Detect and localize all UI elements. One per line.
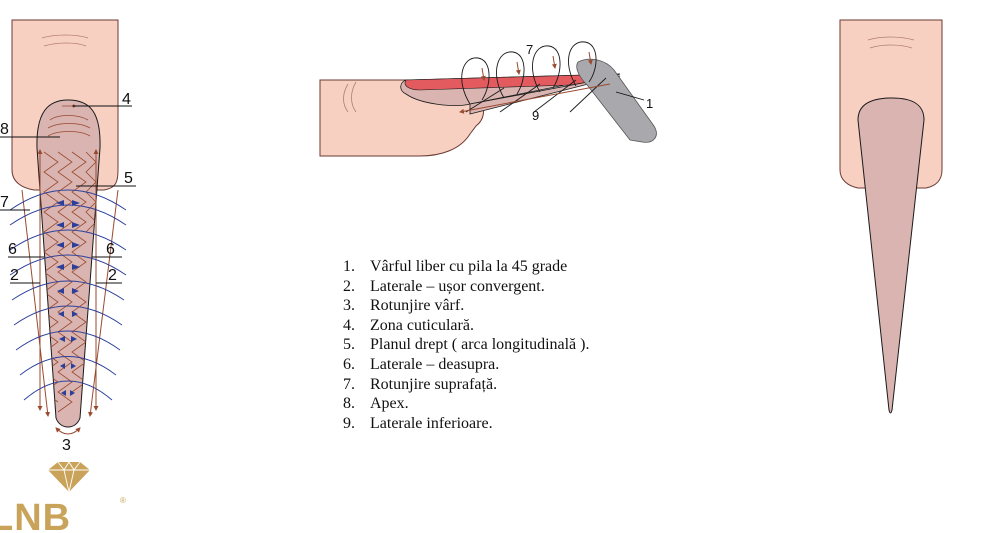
list-item: 5.Planul drept ( arca longitudinală ). xyxy=(343,336,590,354)
loop-arrows xyxy=(480,51,593,81)
steps-list: 1.Vârful liber cu pila la 45 grade 2.Lat… xyxy=(343,257,589,433)
label-2-left: 2 xyxy=(10,267,19,284)
leader-1 xyxy=(615,91,645,101)
label-6-right: 6 xyxy=(106,241,115,258)
diamond-icon xyxy=(48,461,90,493)
logo-text: LNB xyxy=(0,497,71,533)
list-item: 1.Vârful liber cu pila la 45 grade xyxy=(343,258,568,275)
label-3: 3 xyxy=(62,437,71,454)
list-item: 6.Laterale – deasupra. xyxy=(343,355,500,373)
rotation-arcs xyxy=(9,189,127,401)
label-9-side: 9 xyxy=(532,108,539,123)
list-item: 7.Rotunjire suprafață. xyxy=(343,375,498,393)
stiletto-nail xyxy=(857,97,925,414)
knuckle-lines xyxy=(343,81,357,113)
finger-crease xyxy=(41,34,89,47)
label-1-side: 1 xyxy=(646,96,653,111)
list-item: 3.Rotunjire vârf. xyxy=(343,297,465,315)
file-tool xyxy=(576,58,657,143)
label-2-right: 2 xyxy=(108,267,117,284)
registered-mark: ® xyxy=(120,496,126,505)
list-item: 8.Apex. xyxy=(343,395,409,413)
label-5: 5 xyxy=(124,170,133,187)
outer-right-arrow xyxy=(88,189,119,417)
label-7: 7 xyxy=(0,194,9,211)
list-item: 2.Laterale – ușor convergent. xyxy=(343,277,545,295)
surface-loops xyxy=(461,41,607,113)
list-item: 4.Zona cuticulară. xyxy=(343,316,474,334)
list-item: 9.Laterale inferioare. xyxy=(343,414,493,432)
label-6-left: 6 xyxy=(8,241,17,258)
finger-crease-right xyxy=(867,36,915,49)
inward-arrows xyxy=(56,200,80,396)
nail-shape-left xyxy=(36,99,101,428)
outer-left-arrow xyxy=(21,189,51,417)
zigzag-hatching xyxy=(43,104,97,413)
label-7-side: 7 xyxy=(526,42,533,57)
underside-arrow xyxy=(459,83,611,114)
tip-round-arrow xyxy=(55,427,81,435)
label-8: 8 xyxy=(0,121,9,138)
label-4: 4 xyxy=(122,91,131,108)
